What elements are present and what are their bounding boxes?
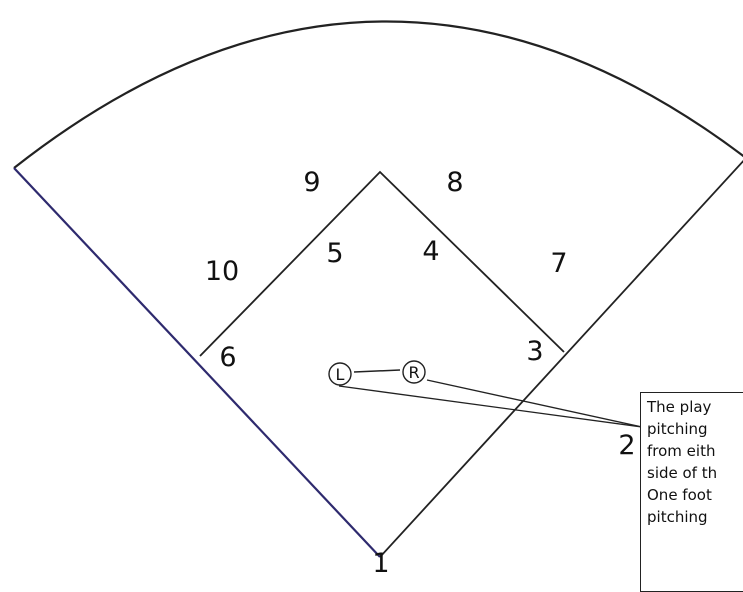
position-label-4: 4 bbox=[422, 236, 439, 267]
callout-line: pitching bbox=[647, 420, 708, 438]
position-label-8: 8 bbox=[446, 167, 463, 198]
position-label-1: 1 bbox=[372, 548, 389, 577]
position-label-3: 3 bbox=[526, 336, 543, 367]
position-label-2: 2 bbox=[618, 430, 635, 461]
callout-line: side of th bbox=[647, 464, 718, 482]
right-foul-line bbox=[379, 159, 743, 558]
left-foot-label: L bbox=[336, 365, 345, 384]
callout-line: The play bbox=[647, 398, 712, 416]
callout-line: pitching bbox=[647, 508, 708, 526]
pitcher-feet-connector bbox=[353, 369, 401, 373]
left-foul-line bbox=[13, 167, 381, 558]
position-label-5: 5 bbox=[326, 238, 343, 269]
position-label-6: 6 bbox=[219, 342, 236, 373]
position-label-7: 7 bbox=[550, 248, 567, 279]
callout-pointer-line-left bbox=[338, 385, 643, 428]
callout-line: from eith bbox=[647, 442, 716, 460]
position-label-9: 9 bbox=[303, 167, 320, 198]
callout-pointer-line-right bbox=[426, 379, 643, 428]
left-foot-circle bbox=[328, 362, 352, 386]
right-foot-label: R bbox=[408, 363, 419, 382]
callout-line: One foot bbox=[647, 486, 712, 504]
infield-diamond bbox=[199, 170, 565, 357]
position-label-10: 10 bbox=[205, 256, 239, 287]
right-foot-circle bbox=[402, 360, 426, 384]
catcher-note-callout: The play pitching from eith side of th O… bbox=[640, 392, 743, 592]
softball-field-diagram: L R 9 8 5 4 10 7 6 3 2 1 bbox=[13, 20, 743, 577]
outfield-fence-arc bbox=[13, 20, 743, 169]
